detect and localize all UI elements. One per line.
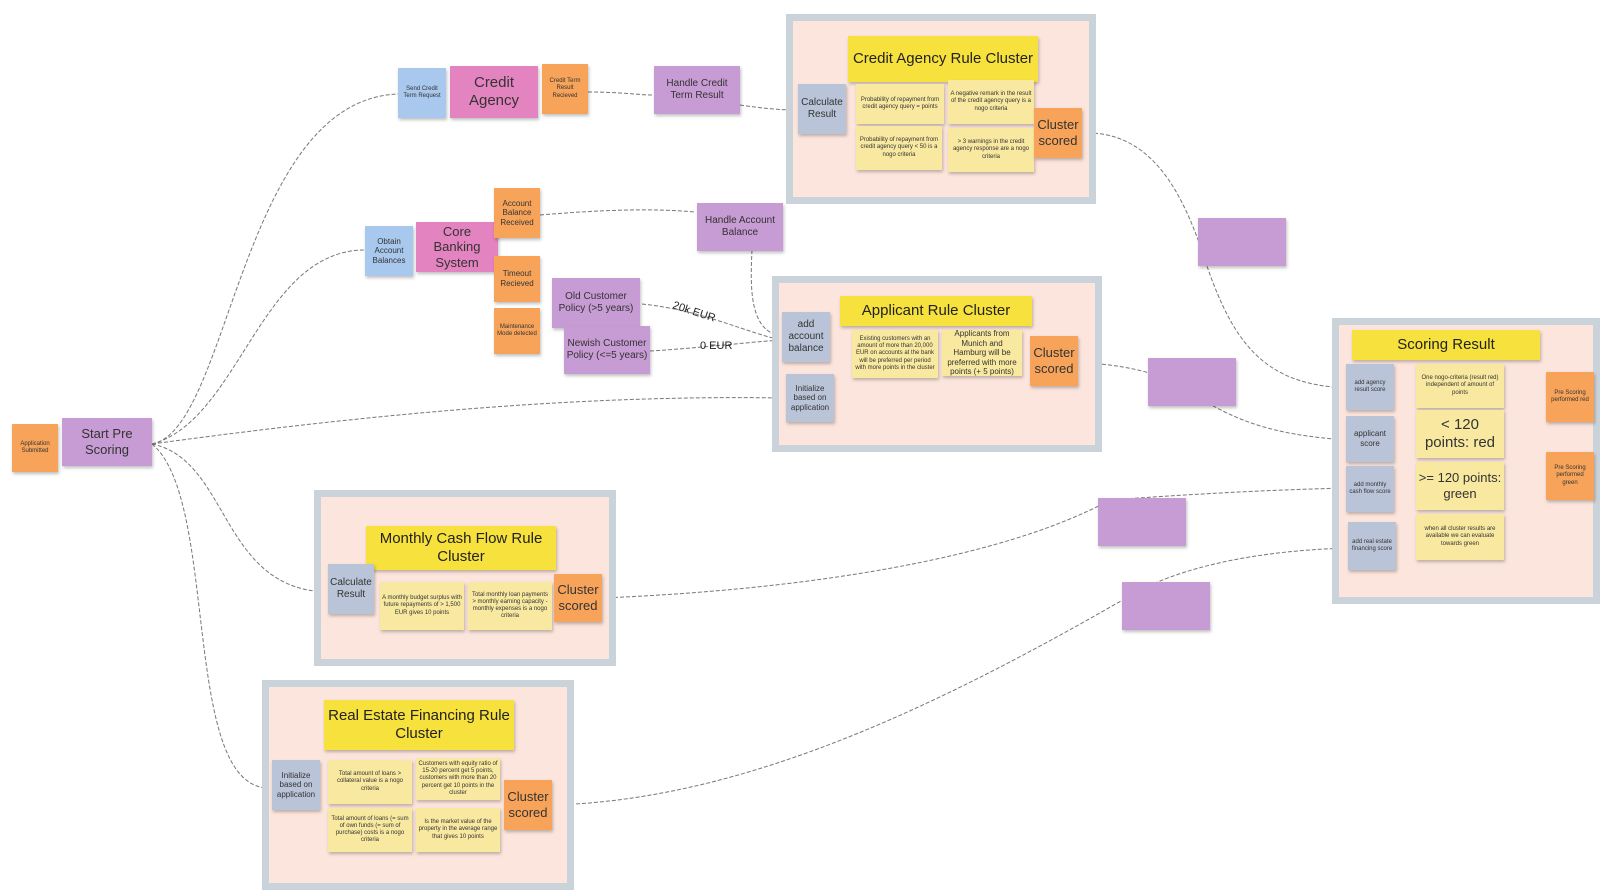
real-estate-cluster-scored-event: Cluster scored — [504, 780, 552, 830]
core-banking-system: Core Banking System — [416, 222, 498, 272]
cash-flow-rule-2: Total monthly loan payments > monthly ea… — [468, 582, 552, 630]
all-results-rule: when all cluster results are available w… — [1416, 514, 1504, 560]
pre-scoring-red-event: Pre Scoring performed red — [1546, 372, 1594, 422]
applicant-score-command: applicant score — [1346, 416, 1394, 462]
credit-agency-cluster-title: Credit Agency Rule Cluster — [848, 36, 1038, 82]
real-estate-rule-1: Total amount of loans > collateral value… — [328, 760, 412, 804]
credit-rule-4: > 3 warnings in the credit agency respon… — [948, 128, 1034, 172]
add-account-balance-command: add account balance — [782, 312, 830, 362]
cash-flow-cluster-scored-event: Cluster scored — [554, 574, 602, 622]
empty-policy-note-3 — [1098, 498, 1186, 546]
handle-credit-term-result-policy: Handle Credit Term Result — [654, 66, 740, 114]
credit-calculate-result-command: Calculate Result — [798, 84, 846, 134]
application-submitted-event: Application Submitted — [12, 424, 58, 472]
applicant-cluster-scored-event: Cluster scored — [1030, 336, 1078, 386]
real-estate-rule-3: Total amount of loans (= sum of own fund… — [328, 808, 412, 852]
newish-customer-policy: Newish Customer Policy (<=5 years) — [564, 326, 650, 374]
handle-account-balance-policy: Handle Account Balance — [697, 203, 783, 251]
credit-term-result-received-event: Credit Term Result Recieved — [542, 64, 588, 114]
credit-cluster-scored-event: Cluster scored — [1034, 108, 1082, 158]
send-credit-term-request-command: Send Credit Term Request — [398, 68, 446, 118]
old-customer-policy: Old Customer Policy (>5 years) — [552, 278, 640, 328]
cash-flow-calculate-result-command: Calculate Result — [328, 564, 374, 614]
empty-policy-note-1 — [1198, 218, 1286, 266]
empty-policy-note-2 — [1148, 358, 1236, 406]
credit-rule-3: Probability of repayment from credit age… — [856, 126, 942, 170]
cash-flow-cluster-title: Monthly Cash Flow Rule Cluster — [366, 526, 556, 570]
credit-agency-system: Credit Agency — [450, 66, 538, 118]
less-than-120-rule: < 120 points: red — [1416, 410, 1504, 458]
maintenance-mode-event: Maintenance Mode detected — [494, 308, 540, 354]
cash-flow-score-command: add monthly cash flow score — [1346, 466, 1394, 512]
empty-policy-note-4 — [1122, 582, 1210, 630]
start-pre-scoring-command: Start Pre Scoring — [62, 418, 152, 466]
applicant-cluster-title: Applicant Rule Cluster — [840, 296, 1032, 326]
real-estate-rule-2: Customers with equity ratio of 15-20 per… — [416, 758, 500, 800]
applicant-rule-2: Applicants from Munich and Hamburg will … — [942, 330, 1022, 376]
nogo-criteria-rule: One nogo-criteria (result red) independe… — [1416, 364, 1504, 408]
real-estate-rule-4: Is the market value of the property in t… — [416, 808, 500, 852]
pre-scoring-green-event: Pre Scoring performed green — [1546, 452, 1594, 500]
real-estate-initialize-command: Initialize based on application — [272, 760, 320, 810]
account-balance-received-event: Account Balance Received — [494, 188, 540, 238]
greater-equal-120-rule: >= 120 points: green — [1416, 462, 1504, 510]
cash-flow-rule-1: A monthly budget surplus with future rep… — [380, 582, 464, 630]
real-estate-score-command: add real estate financing score — [1348, 522, 1396, 570]
credit-score-command: add agency result score — [1346, 364, 1394, 410]
obtain-account-balances-command: Obtain Account Balances — [365, 226, 413, 276]
edge-label-0: 0 EUR — [700, 340, 733, 352]
scoring-result-title: Scoring Result — [1352, 330, 1540, 360]
applicant-rule-1: Existing customers with an amount of mor… — [852, 330, 938, 378]
applicant-initialize-command: Initialize based on application — [786, 374, 834, 422]
real-estate-cluster-title: Real Estate Financing Rule Cluster — [324, 700, 514, 750]
credit-rule-2: A negative remark in the result of the c… — [948, 80, 1034, 124]
timeout-received-event: Timeout Recieved — [494, 256, 540, 302]
credit-rule-1: Probability of repayment from credit age… — [856, 84, 944, 124]
edge-label-20k: 20k EUR — [671, 299, 717, 325]
